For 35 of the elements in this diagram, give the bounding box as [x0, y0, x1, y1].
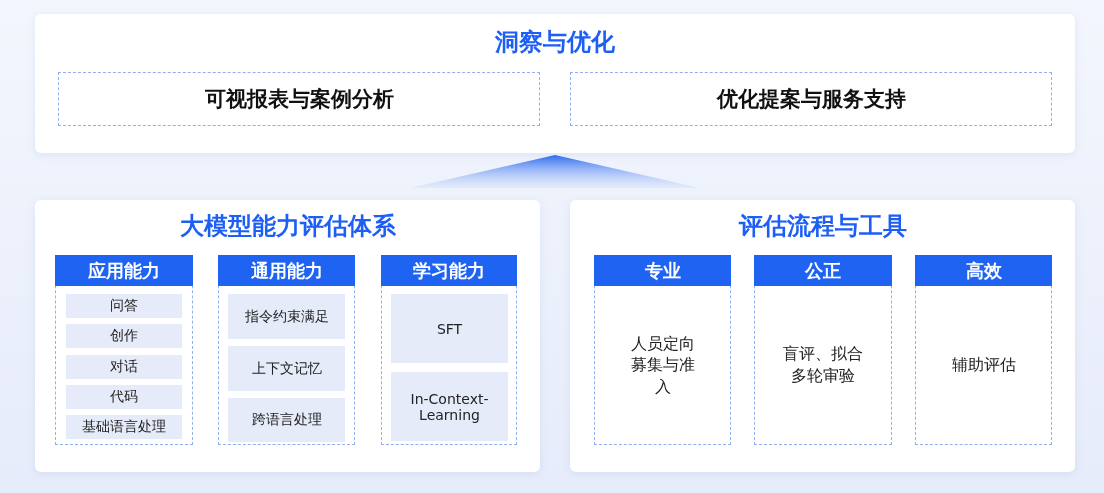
description-text: 盲评、拟合多轮审验: [782, 343, 864, 387]
item-box: 上下文记忆: [228, 346, 345, 391]
column-header: 公正: [754, 255, 892, 286]
section-title: 大模型能力评估体系: [178, 211, 397, 242]
category-column: [594, 255, 731, 445]
column-header: 通用能力: [218, 255, 355, 286]
item-box: In-Context-Learning: [391, 372, 508, 441]
category-column: [915, 255, 1052, 445]
category-column: [754, 255, 892, 445]
column-header: 应用能力: [55, 255, 193, 286]
item-box: 代码: [66, 385, 182, 409]
column-header: 专业: [594, 255, 731, 286]
heading-text: 可视报表与案例分析: [204, 86, 394, 113]
column-header: 高效: [915, 255, 1052, 286]
section-panel: [570, 200, 1075, 472]
category-column: [55, 255, 193, 445]
column-header: 学习能力: [381, 255, 517, 286]
dashed-box: [570, 72, 1052, 126]
item-box: SFT: [391, 294, 508, 363]
section-title: 评估流程与工具: [737, 211, 908, 242]
item-box: 问答: [66, 294, 182, 318]
item-box: 对话: [66, 355, 182, 379]
section-title: 洞察与优化: [494, 27, 616, 58]
heading-text: 优化提案与服务支持: [716, 86, 906, 113]
item-box: 跨语言处理: [228, 398, 345, 442]
description-text: 辅助评估: [950, 354, 1017, 377]
item-box: 指令约束满足: [228, 294, 345, 339]
category-column: [218, 255, 355, 445]
item-box: 创作: [66, 324, 182, 348]
section-panel: [35, 200, 540, 472]
category-column: [381, 255, 517, 445]
section-panel: [35, 14, 1075, 153]
item-box: 基础语言处理: [66, 415, 182, 439]
description-text: 人员定向募集与准入: [629, 332, 696, 398]
dashed-box: [58, 72, 540, 126]
